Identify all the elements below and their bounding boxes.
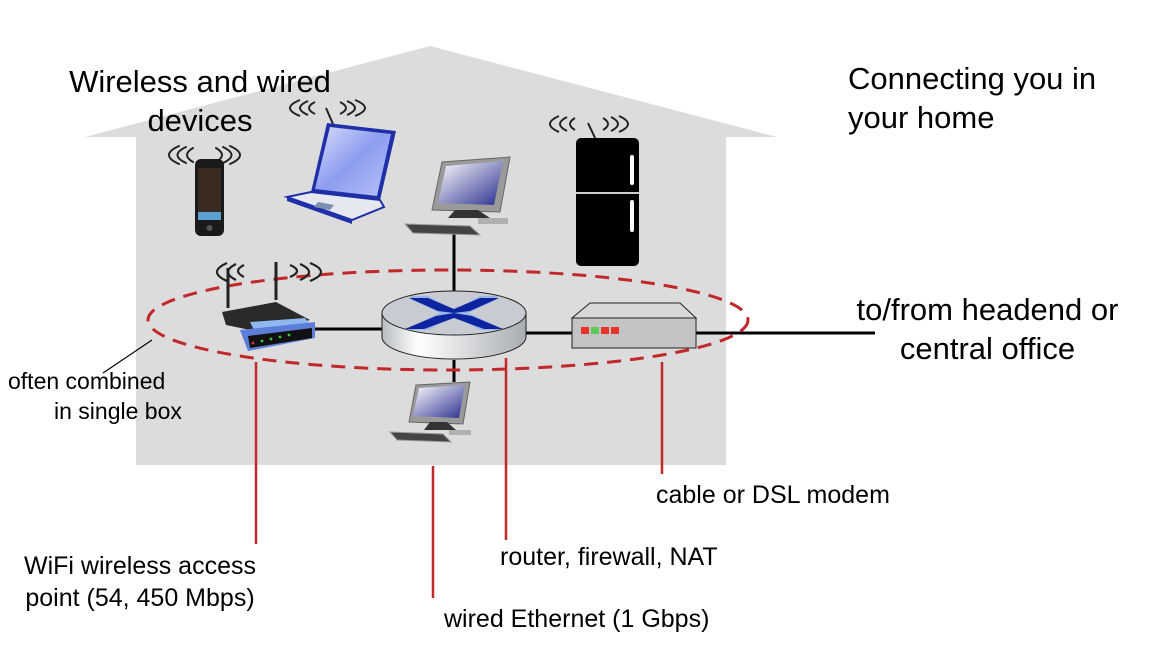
modem-led xyxy=(611,327,619,334)
router-icon xyxy=(381,290,527,360)
desktop-computer-icon xyxy=(403,156,511,236)
label-line: often combined xyxy=(8,368,166,394)
wifi-access-point-icon xyxy=(215,261,323,351)
title-line: Connecting you in xyxy=(848,61,1097,96)
modem-status-leds xyxy=(581,327,619,334)
title-line: devices xyxy=(147,103,253,138)
title-line: Wireless and wired xyxy=(69,64,331,99)
label-often-combined: often combined in single box xyxy=(8,366,182,426)
title-connecting-you-home: Connecting you in your home xyxy=(848,59,1096,137)
label-router-firewall-nat: router, firewall, NAT xyxy=(500,543,718,571)
cable-modem-icon xyxy=(570,302,698,349)
callout-combined xyxy=(102,339,153,374)
label-headend: to/from headend or central office xyxy=(830,290,1145,368)
modem-led xyxy=(581,327,589,334)
desktop-computer-icon xyxy=(388,381,471,443)
label-line: WiFi wireless access xyxy=(24,552,256,580)
modem-led xyxy=(591,327,599,334)
label-line: central office xyxy=(899,331,1076,366)
title-line: your home xyxy=(848,100,995,135)
smartphone-icon xyxy=(168,145,241,236)
label-wifi-access-point: WiFi wireless access point (54, 450 Mbps… xyxy=(4,550,276,614)
combined-box-ellipse xyxy=(146,268,750,372)
label-wired-ethernet: wired Ethernet (1 Gbps) xyxy=(444,605,710,633)
refrigerator-icon xyxy=(549,115,639,266)
label-line: point (54, 450 Mbps) xyxy=(25,584,255,612)
label-cable-dsl-modem: cable or DSL modem xyxy=(656,481,890,509)
label-line: in single box xyxy=(54,398,182,424)
router-x-arrows-icon xyxy=(405,298,503,329)
laptop-icon xyxy=(283,99,396,224)
modem-led xyxy=(601,327,609,334)
wifi-signal-icon xyxy=(168,145,241,165)
wifi-signal-icon xyxy=(549,115,629,141)
label-line: to/from headend or xyxy=(856,292,1119,327)
wifi-signal-icon xyxy=(289,99,366,125)
wifi-signal-icon xyxy=(215,261,323,283)
title-wireless-wired-devices: Wireless and wired devices xyxy=(50,62,350,140)
